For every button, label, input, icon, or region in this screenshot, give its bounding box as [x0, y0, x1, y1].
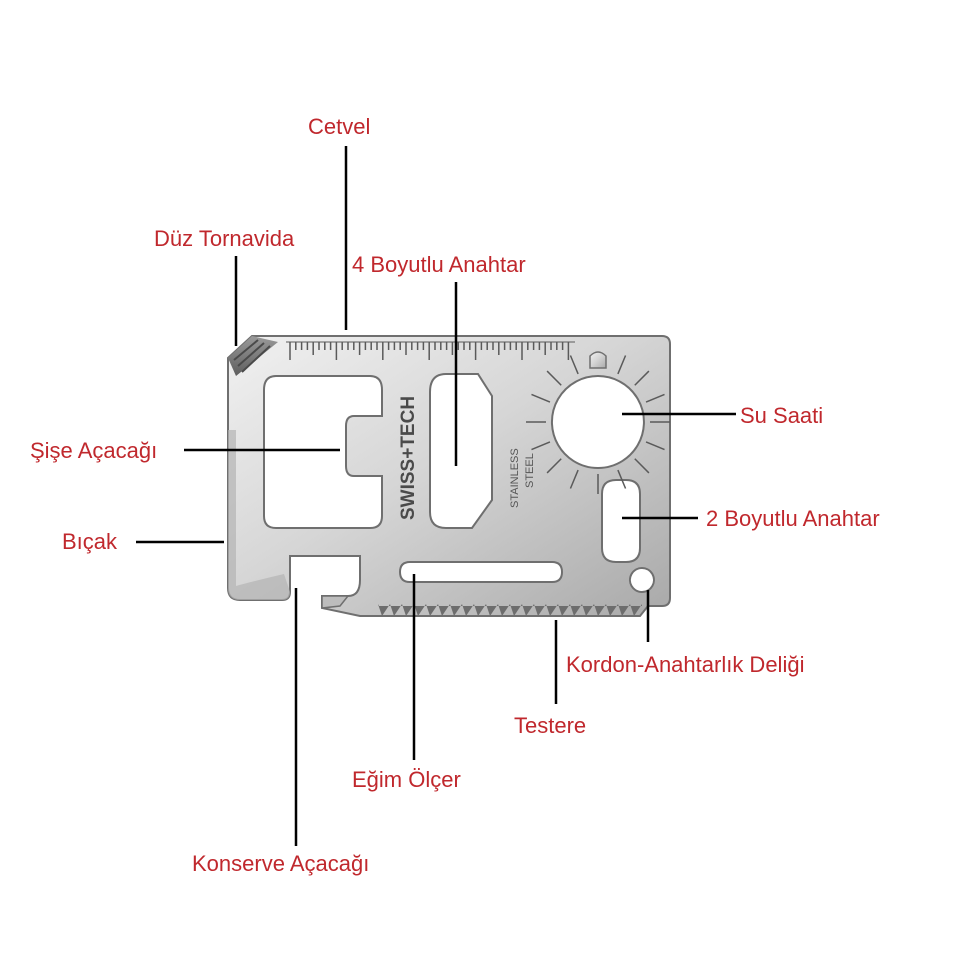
card-brand: SWISS+TECH: [398, 396, 419, 520]
sundial-ray: [546, 370, 562, 386]
can-opener-hook: [321, 595, 350, 609]
sundial-ray: [531, 441, 551, 451]
sundial-ray: [569, 355, 579, 375]
card-stamp-line2: STEEL: [524, 453, 536, 488]
label-sise-acacagi: Şişe Açacağı: [30, 438, 158, 463]
card-body: [227, 335, 671, 617]
label-kordon-deligi: Kordon-Anahtarlık Deliği: [566, 652, 805, 677]
ruler-ticks: [289, 342, 570, 360]
sundial-ray: [645, 393, 665, 403]
label-duz-tornavida: Düz Tornavida: [154, 226, 295, 251]
screwdriver-edge: [228, 336, 278, 376]
label-testere: Testere: [514, 713, 587, 738]
sundial-ray: [645, 441, 665, 451]
label-egim-olcer: Eğim Ölçer: [352, 767, 461, 792]
leader-lines: [136, 146, 736, 846]
screwdriver-grooves: [233, 339, 271, 373]
label-cetvel: Cetvel: [308, 114, 371, 139]
sundial-ray: [617, 469, 627, 489]
card-stamp-line1: STAINLESS: [509, 448, 521, 508]
knife-bevel: [228, 430, 290, 600]
label-dort-boyutlu-anahtar: 4 Boyutlu Anahtar: [352, 252, 526, 277]
label-su-saati: Su Saati: [740, 403, 824, 428]
saw-teeth: [378, 604, 642, 616]
label-iki-boyutlu-anahtar: 2 Boyutlu Anahtar: [706, 506, 880, 531]
sundial-ray: [634, 370, 650, 386]
sundial-ray: [617, 355, 627, 375]
sundial-ray: [569, 469, 579, 489]
sundial-rays: [526, 355, 670, 494]
sundial-ray: [634, 458, 650, 474]
sundial-ray: [546, 458, 562, 474]
sundial-ray: [531, 393, 551, 403]
label-bicak: Bıçak: [62, 529, 118, 554]
label-konserve-acacagi: Konserve Açacağı: [192, 851, 370, 876]
circle-notch: [589, 351, 607, 369]
